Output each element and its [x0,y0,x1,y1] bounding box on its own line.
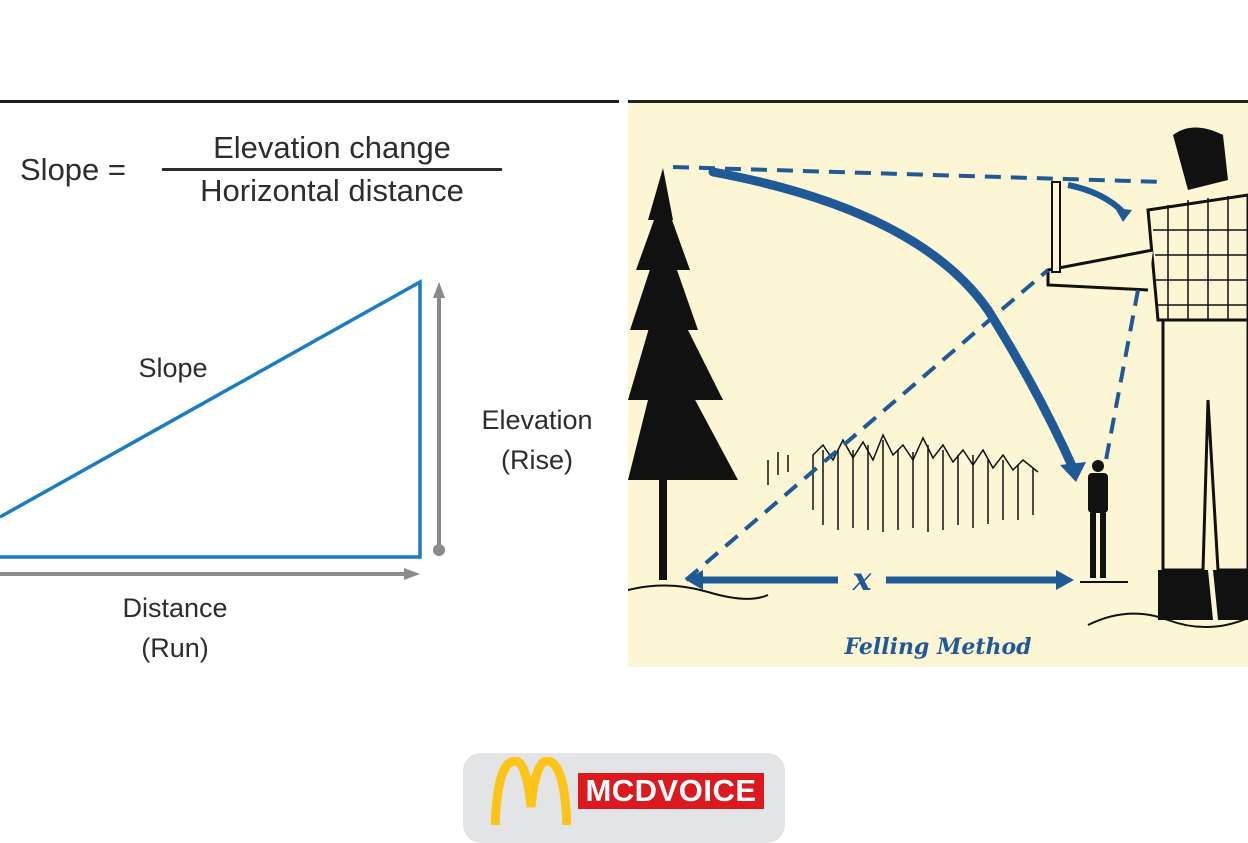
distance-label-line1: Distance [122,593,228,623]
divider [0,100,619,103]
elevation-label: Elevation (Rise) [462,400,612,480]
slope-label: Slope [138,353,208,383]
distance-x-label: x [851,560,872,598]
slope-triangle-figure [0,279,445,580]
sight-lines [672,165,1164,582]
felling-method-panel: x Felling Method [628,100,1248,667]
formula-denominator: Horizontal distance [200,173,464,208]
mcdvoice-logo-badge[interactable]: MCDVOICE [463,753,785,843]
person-small-icon [1080,460,1128,583]
rise-arrowhead [433,282,445,298]
golden-arches-icon [491,757,571,826]
distance-label: Distance (Run) [100,588,250,668]
formula-numerator: Elevation change [213,130,451,165]
felling-method-illustration: x [628,127,1248,628]
fall-arc-arrow [708,167,1132,482]
fraction-bar [162,168,502,171]
formula-fraction: Elevation change Horizontal distance [162,130,502,209]
divider [628,100,1248,103]
run-arrowhead [404,568,420,580]
slope-triangle [0,279,422,559]
distance-label-line2: (Run) [141,633,209,663]
formula-lhs: Slope = [20,152,127,187]
lumberjack-icon [1046,127,1248,628]
rise-arrow-base [433,544,445,556]
mcdvoice-brand-text: MCDVOICE [578,773,764,809]
elevation-label-line1: Elevation [481,405,593,435]
elevation-label-line2: (Rise) [501,445,573,475]
illustration-caption: Felling Method [844,634,1032,660]
slope-diagram-panel: Slope = Elevation change Horizontal dist… [0,100,620,680]
distance-arrow: x [686,560,1074,598]
tree-icon [628,168,769,600]
treeline-icon [767,433,1039,532]
